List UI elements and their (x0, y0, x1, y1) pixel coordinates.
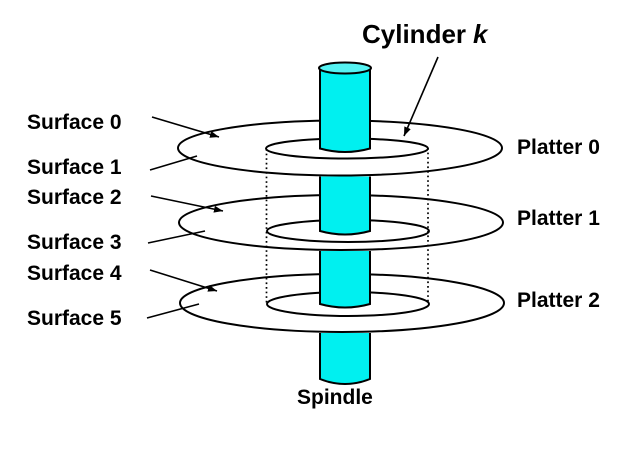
cylinder-k-arrow (403, 56, 439, 137)
spindle-segment-3 (319, 251, 371, 309)
spindle-label: Spindle (297, 386, 373, 409)
surface-3-label: Surface 3 (27, 231, 122, 254)
surface-5-leader-line (146, 303, 200, 319)
cylinder-k-label-word: Cylinder (362, 19, 467, 49)
surface-3-leader-line (147, 230, 206, 244)
surface-2-label: Surface 2 (27, 186, 122, 209)
cylinder-k-label-variable: k (473, 19, 488, 49)
surface-4-leader-arrow (149, 269, 218, 292)
spindle-cap (318, 61, 372, 75)
surface-0-label: Surface 0 (27, 111, 122, 134)
surface-0-leader-arrow (151, 116, 220, 138)
platter-0-label: Platter 0 (517, 136, 600, 159)
surface-4-label: Surface 4 (27, 262, 122, 285)
surface-2-leader-arrow (150, 195, 224, 213)
spindle-segment-top (319, 68, 371, 153)
surface-1-leader-line (149, 155, 198, 171)
surface-1-label: Surface 1 (27, 156, 122, 179)
platter-2-label: Platter 2 (517, 289, 600, 312)
surface-5-label: Surface 5 (27, 307, 122, 330)
spindle-segment-2 (319, 176, 371, 236)
platter-1-label: Platter 1 (517, 207, 600, 230)
spindle-segment-bottom (319, 333, 371, 385)
